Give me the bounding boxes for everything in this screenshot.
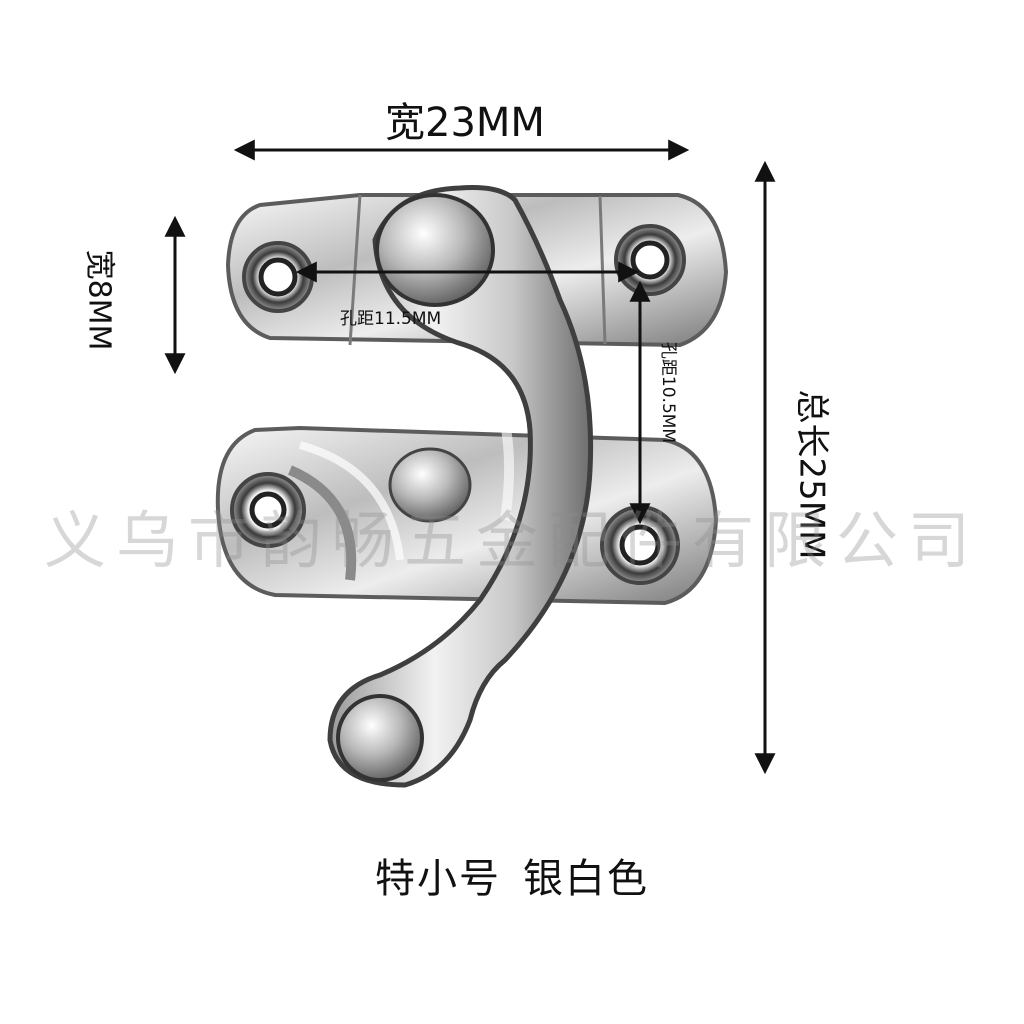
hole-spacing-horizontal-label: 孔距11.5MM [340,309,442,329]
hook-tip [336,694,424,782]
rivet-head [375,193,495,307]
size-label: 特小号 [375,856,501,902]
color-label: 银白色 [523,856,649,902]
width-total-label: 宽23MM [385,100,545,146]
total-length-label: 总长25MM [791,389,832,560]
product-caption: 特小号银白色 [0,846,1024,904]
hole-spacing-vertical-label: 孔距10.5MM [658,341,679,444]
catch-pin [388,447,472,523]
width-plate-label: 宽8MM [81,249,117,351]
